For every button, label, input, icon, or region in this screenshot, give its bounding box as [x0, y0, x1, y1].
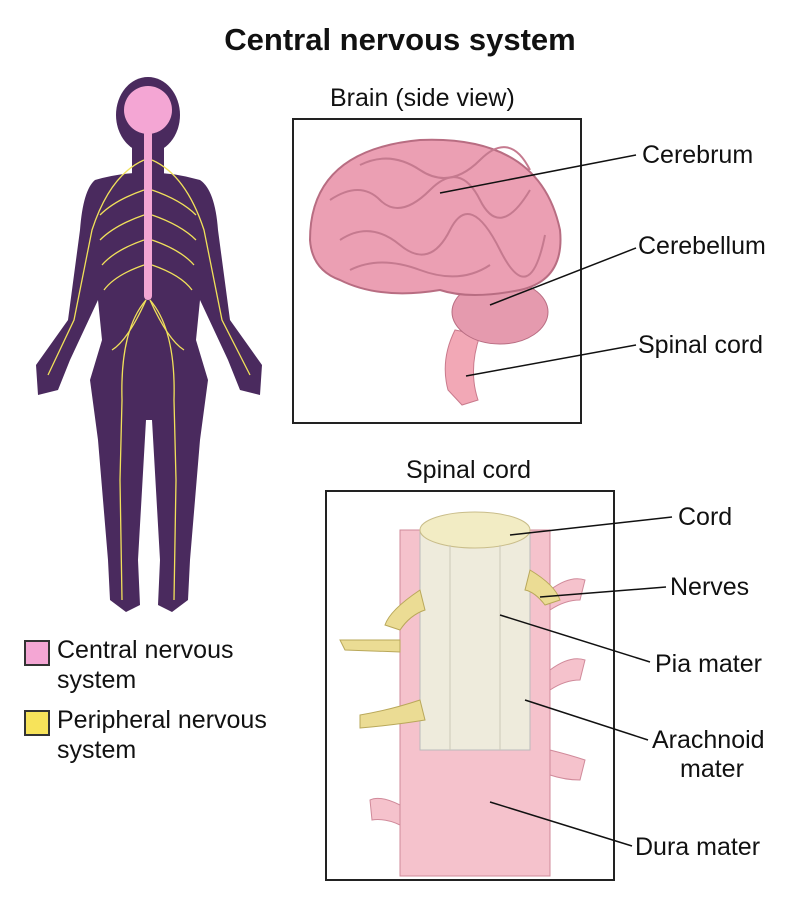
label-dura-mater: Dura mater	[635, 833, 761, 861]
label-spinal-cord: Spinal cord	[638, 331, 764, 359]
legend-pns-line1: Peripheral nervous	[57, 706, 267, 734]
body-figure	[36, 77, 262, 612]
legend-pns-line2: system	[57, 736, 137, 764]
label-nerves: Nerves	[670, 573, 750, 601]
label-pia-mater: Pia mater	[655, 650, 762, 678]
brain-marker-icon	[124, 86, 172, 134]
peripheral-nerves	[47, 159, 251, 601]
label-cerebrum: Cerebrum	[642, 141, 754, 169]
label-arachnoid-line2: mater	[680, 755, 744, 783]
label-cerebellum: Cerebellum	[638, 232, 766, 260]
legend-swatch-pns	[24, 710, 50, 736]
legend-cns-line1: Central nervous	[57, 636, 234, 664]
legend-swatch-cns	[24, 640, 50, 666]
label-arachnoid-line1: Arachnoid	[652, 726, 765, 754]
legend-cns-line2: system	[57, 666, 137, 694]
label-cord: Cord	[678, 503, 733, 531]
brain-panel-title: Brain (side view)	[330, 84, 515, 112]
spine-panel-title: Spinal cord	[406, 456, 532, 484]
diagram-title: Central nervous system	[224, 22, 576, 57]
spinal-cord-marker	[144, 130, 152, 300]
